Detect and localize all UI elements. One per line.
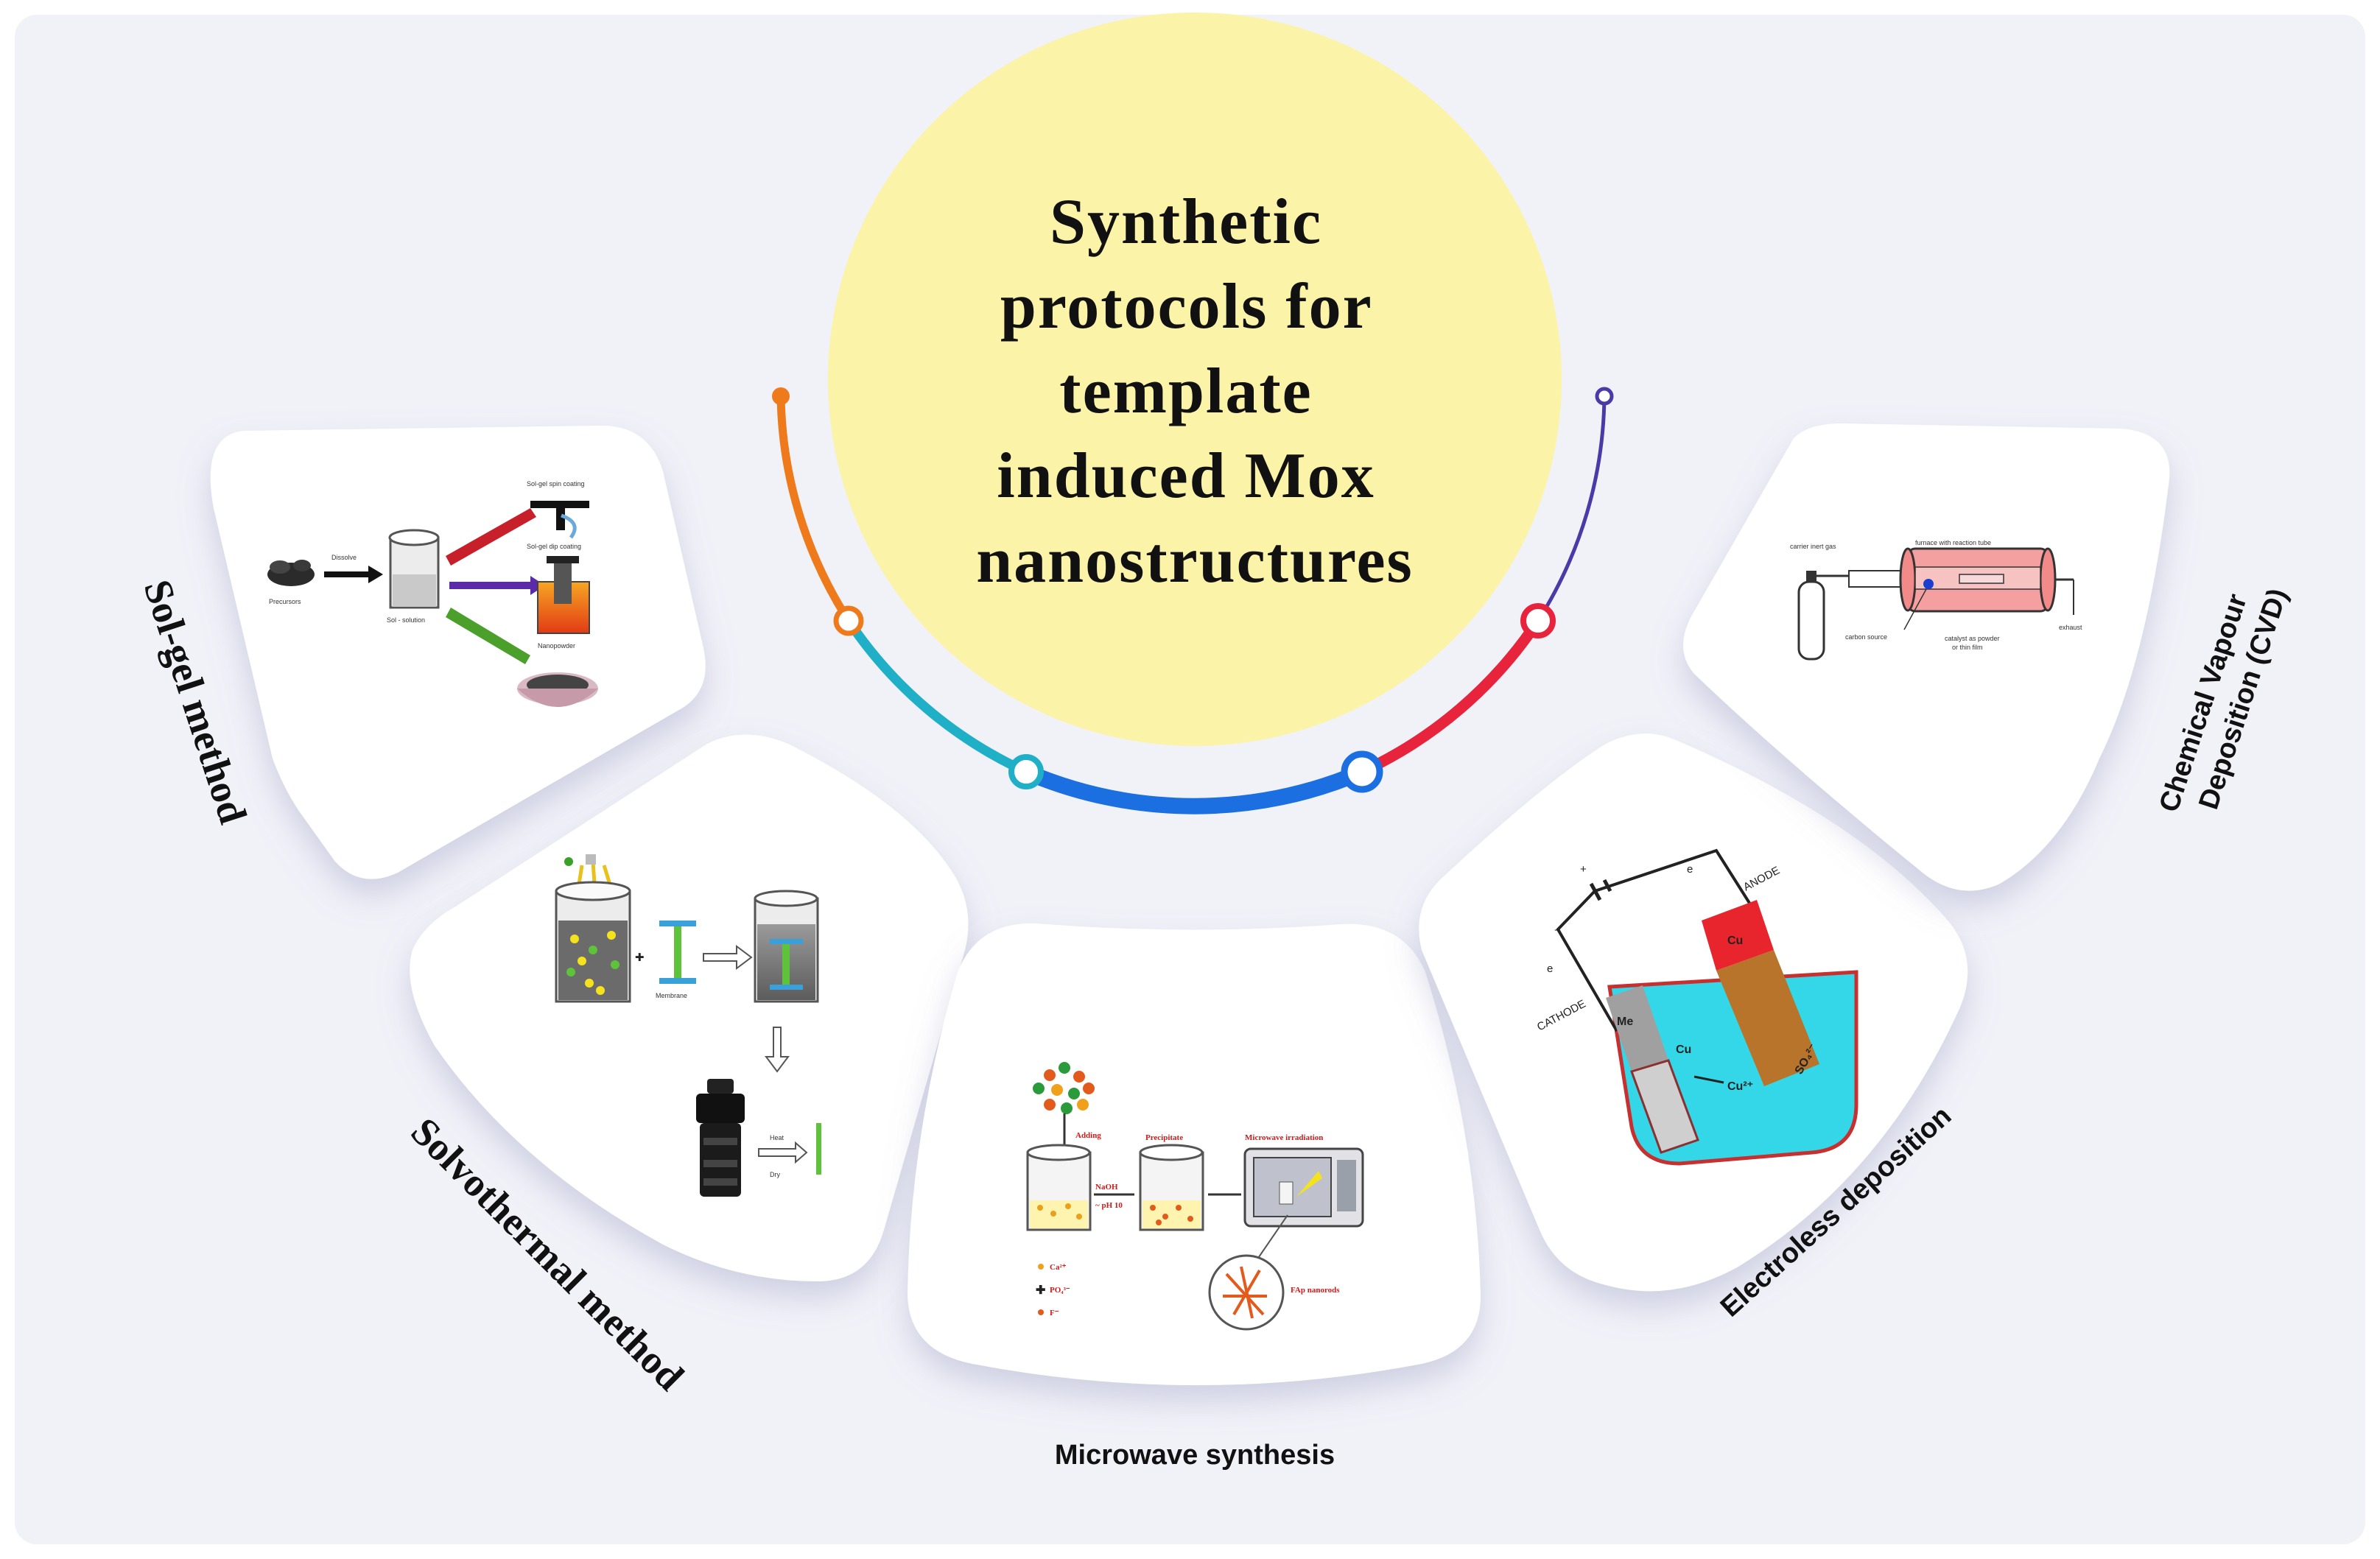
center-title: Synthetic protocols for template induced… xyxy=(976,186,1414,596)
to-autoclave-arrow xyxy=(765,1027,790,1073)
anode-cu-label: Cu xyxy=(1727,935,1743,947)
sol-solution-label: Sol - solution xyxy=(387,616,425,624)
arrow-spin-coating xyxy=(446,508,536,566)
cathode-cu-label: Cu xyxy=(1676,1044,1691,1056)
arc-node-solvothermal xyxy=(1008,754,1044,789)
mortar-bowl-icon xyxy=(517,672,598,707)
spin-coater-icon xyxy=(530,501,589,539)
precursors-pile xyxy=(267,560,315,586)
microwave-beaker-1 xyxy=(1026,1144,1092,1231)
membrane-label: Membrane xyxy=(656,992,687,999)
legend-dot-f xyxy=(1038,1309,1044,1315)
cathode-electrode xyxy=(1606,985,1699,1154)
center-title-line: nanostructures xyxy=(976,525,1414,596)
plus-sign: ✚ xyxy=(635,951,645,964)
cu-ion-label: Cu²⁺ xyxy=(1727,1080,1753,1093)
to-beaker-arrow xyxy=(703,945,753,970)
carrier-gas-label: carrier inert gas xyxy=(1790,543,1836,550)
dry-label: Dry xyxy=(770,1171,780,1178)
microwave-beaker-2 xyxy=(1139,1144,1204,1231)
arc-node-sol-gel xyxy=(833,605,864,636)
electron-label-right: e xyxy=(1687,863,1693,876)
spin-coating-label: Sol-gel spin coating xyxy=(527,480,585,488)
catalyst-label-1: catalyst as powder xyxy=(1945,635,2000,642)
arc-node-microwave xyxy=(1341,750,1383,793)
solvothermal-beaker-2 xyxy=(754,890,819,1003)
precursors-label: Precursors xyxy=(269,598,301,605)
carbon-source-pointer xyxy=(1903,588,1927,630)
anode-electrode xyxy=(1702,900,1819,1086)
legend-plus-po4: ✚ xyxy=(1036,1284,1045,1297)
cvd-card xyxy=(1683,423,2170,891)
nanorod-magnifier-icon xyxy=(1208,1254,1285,1331)
nanopowder-label: Nanopowder xyxy=(538,642,575,650)
center-title-line: template xyxy=(1059,356,1312,427)
arc-segment-purple xyxy=(1536,395,1607,622)
dissolve-arrow-head xyxy=(368,566,383,583)
arc-node-start xyxy=(772,387,790,405)
arc-segment-blue xyxy=(1022,764,1366,814)
arc-segment-orange xyxy=(776,392,853,625)
arc-node-electroless xyxy=(1520,603,1556,638)
autoclave-icon xyxy=(696,1079,745,1197)
dissolve-label: Dissolve xyxy=(331,554,357,561)
solvothermal-card xyxy=(410,734,969,1281)
battery-plus-label: + xyxy=(1580,863,1587,876)
sol-beaker xyxy=(388,529,440,609)
microwave-caption: Microwave synthesis xyxy=(1055,1440,1335,1471)
heat-label: Heat xyxy=(770,1134,784,1141)
legend-ca: Ca²⁺ xyxy=(1050,1263,1067,1272)
solvothermal-beaker-1 xyxy=(555,854,631,1003)
furnace-label: furnace with reaction tube xyxy=(1915,539,1991,546)
dip-coater-icon xyxy=(537,556,590,634)
legend-po4: PO₄³⁻ xyxy=(1050,1286,1070,1295)
center-hub: Synthetic protocols for template induced… xyxy=(772,13,1614,814)
battery-plate-short xyxy=(1602,879,1612,893)
microwave-irradiation-label: Microwave irradiation xyxy=(1245,1133,1323,1142)
arrow-dip-coating xyxy=(449,582,530,589)
microwave-oven-icon xyxy=(1243,1147,1364,1228)
catalyst-label-2: or thin film xyxy=(1952,644,1983,651)
legend-f: F⁻ xyxy=(1050,1309,1059,1317)
nanotube-product xyxy=(816,1123,821,1175)
sol-gel-card xyxy=(210,425,706,879)
center-title-line: protocols for xyxy=(1000,271,1372,342)
electron-label-left: e xyxy=(1547,963,1553,975)
arc-node-cvd xyxy=(1595,387,1614,406)
carbon-source-label: carbon source xyxy=(1845,633,1887,641)
furnace-tube-icon xyxy=(1848,547,2074,615)
cathode-minus-label: − xyxy=(1554,924,1561,937)
legend-dot-ca xyxy=(1038,1264,1044,1270)
gas-cylinder-icon xyxy=(1797,571,1849,661)
center-title-line: induced Mox xyxy=(997,440,1375,512)
fap-nanorods-label: FAp nanorods xyxy=(1291,1286,1340,1295)
arrow-nanopowder xyxy=(446,608,530,664)
naoh-label: NaOH xyxy=(1095,1183,1118,1192)
arc-segment-teal xyxy=(844,618,1028,776)
cathode-me-label: Me xyxy=(1617,1016,1633,1028)
exhaust-label: exhaust xyxy=(2059,624,2082,631)
to-product-arrow xyxy=(758,1141,808,1164)
ion-cluster-icon xyxy=(1033,1062,1095,1145)
dip-coating-label: Sol-gel dip coating xyxy=(527,543,581,550)
precipitate-label: Precipitate xyxy=(1145,1133,1183,1142)
center-circle xyxy=(828,13,1562,746)
center-title-line: Synthetic xyxy=(1050,186,1322,258)
adding-label: Adding xyxy=(1075,1131,1101,1140)
ph-label: ~ pH 10 xyxy=(1095,1201,1123,1210)
membrane-icon xyxy=(659,921,696,984)
ion-arrow xyxy=(1693,1075,1724,1084)
battery-plate-long xyxy=(1589,882,1602,901)
microwave-panel: Adding NaOH ~ pH 10 Precipitate Microwa xyxy=(908,923,1481,1471)
arc-segment-red xyxy=(1359,617,1543,777)
